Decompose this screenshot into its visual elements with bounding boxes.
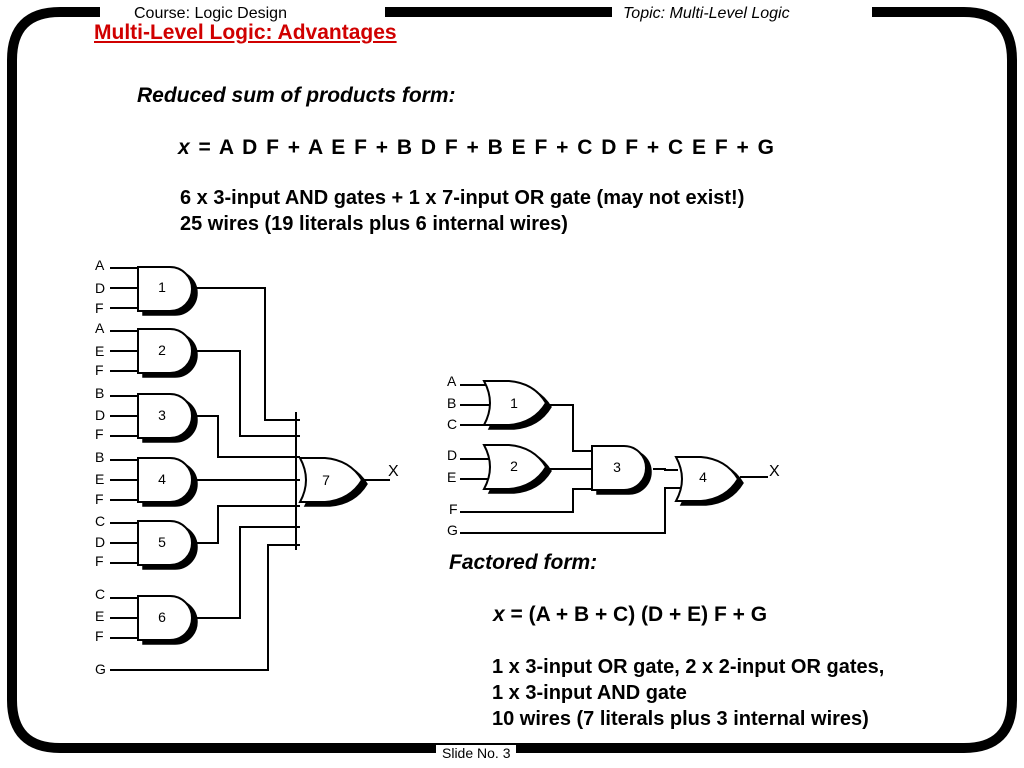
factored-expr: = (A + B + C) (D + E) F + G: [510, 603, 768, 626]
and-gate-2: [137, 328, 198, 378]
left-input-label: F: [95, 362, 104, 378]
left-input-label: E: [95, 343, 104, 359]
factored-cost-wires: 10 wires (7 literals plus 3 internal wir…: [492, 708, 869, 730]
left-input-label: E: [95, 608, 104, 624]
reduced-var: x: [178, 136, 190, 159]
and-gate-6: [137, 595, 198, 645]
right-gate-label: 1: [510, 395, 518, 411]
left-input-label: B: [95, 449, 104, 465]
left-input-label: C: [95, 586, 105, 602]
right-input-label: B: [447, 395, 456, 411]
left-gate-label: 1: [158, 279, 166, 295]
factored-var: x: [493, 603, 505, 626]
reduced-equation: x = A D F + A E F + B D F + B E F + C D …: [178, 136, 774, 160]
and-gate-3: [591, 445, 652, 495]
and-gate-5: [137, 520, 198, 570]
left-input-label: F: [95, 300, 104, 316]
factored-cost-gates: 1 x 3-input OR gate, 2 x 2-input OR gate…: [492, 656, 885, 678]
reduced-cost-wires: 25 wires (19 literals plus 6 internal wi…: [180, 213, 568, 235]
or-gate-1: [482, 380, 552, 430]
left-gate-label: 4: [158, 471, 166, 487]
factored-cost-and: 1 x 3-input AND gate: [492, 682, 687, 704]
right-gate-label: 3: [613, 459, 621, 475]
or-gate-2: [482, 444, 552, 494]
reduced-heading: Reduced sum of products form:: [137, 84, 456, 107]
factored-heading: Factored form:: [449, 551, 598, 574]
right-input-label: D: [447, 447, 457, 463]
slide-number: Slide No. 3: [436, 745, 517, 761]
left-input-label: G: [95, 661, 106, 677]
slide-title: Multi-Level Logic: Advantages: [94, 21, 397, 44]
right-input-label: A: [447, 373, 457, 389]
and-gate-3: [137, 393, 198, 443]
reduced-cost-gates: 6 x 3-input AND gates + 1 x 7-input OR g…: [180, 187, 745, 209]
right-input-label: C: [447, 416, 457, 432]
left-input-label: A: [95, 257, 105, 273]
left-gate-label: 2: [158, 342, 166, 358]
left-input-label: B: [95, 385, 104, 401]
left-input-label: F: [95, 628, 104, 644]
left-input-label: D: [95, 534, 105, 550]
left-gate-label: 5: [158, 534, 166, 550]
left-gate-label: 7: [322, 472, 330, 488]
left-input-label: C: [95, 513, 105, 529]
header-course: Course: Logic Design: [128, 5, 293, 23]
right-gate-label: 2: [510, 458, 518, 474]
reduced-expr: = A D F + A E F + B D F + B E F + C D F …: [198, 136, 774, 159]
right-input-label: G: [447, 522, 458, 538]
header-topic: Topic: Multi-Level Logic: [617, 5, 796, 23]
left-input-label: D: [95, 407, 105, 423]
left-input-label: E: [95, 471, 104, 487]
and-gate-4: [137, 457, 198, 507]
or-gate-7: [298, 457, 368, 507]
factored-equation: x = (A + B + C) (D + E) F + G: [493, 603, 767, 627]
right-input-label: E: [447, 469, 456, 485]
left-input-label: D: [95, 280, 105, 296]
right-input-label: F: [449, 501, 458, 517]
right-gate-label: 4: [699, 469, 707, 485]
left-input-label: F: [95, 426, 104, 442]
left-gate-label: 6: [158, 609, 166, 625]
and-gate-1: [137, 266, 198, 316]
left-input-label: F: [95, 491, 104, 507]
or-gate-4: [674, 456, 744, 506]
left-gate-label: 3: [158, 407, 166, 423]
right-output-label: X: [769, 463, 780, 480]
left-input-label: A: [95, 320, 105, 336]
left-output-label: X: [388, 463, 399, 480]
left-input-label: F: [95, 553, 104, 569]
